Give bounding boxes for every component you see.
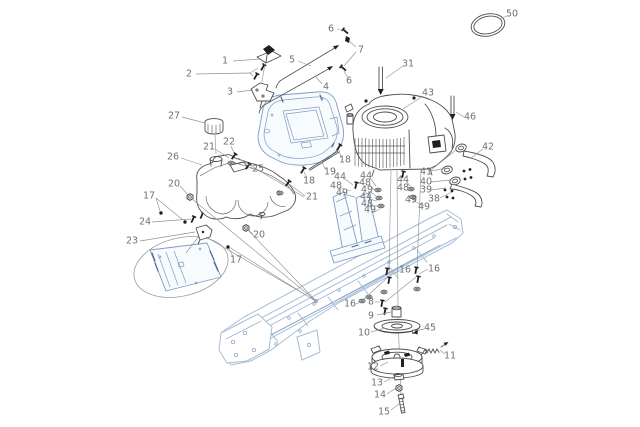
callout-15: 15 — [378, 407, 390, 418]
callout-38: 38 — [428, 194, 440, 205]
callout-41: 41 — [420, 167, 432, 178]
callout-44: 44 — [360, 192, 372, 203]
throttle-cables-drawing — [258, 27, 350, 114]
shield-bracket-drawing — [159, 193, 250, 249]
callout-19: 19 — [324, 167, 336, 178]
callout-24: 24 — [139, 217, 151, 228]
callout-42: 42 — [482, 142, 494, 153]
callout-16: 16 — [344, 299, 356, 310]
callout-21: 21 — [203, 142, 215, 153]
engine-mount-hardware — [353, 169, 422, 307]
frame-bolts-drawing — [358, 266, 421, 316]
callout-20: 20 — [168, 179, 180, 190]
callout-18: 18 — [303, 176, 315, 187]
callout-6: 6 — [346, 76, 352, 87]
callout-31: 31 — [402, 59, 414, 70]
callout-49: 49 — [364, 205, 376, 216]
callout-23: 23 — [126, 236, 138, 247]
callout-14: 14 — [374, 390, 386, 401]
callout-49: 49 — [405, 195, 417, 206]
callout-21: 21 — [306, 192, 318, 203]
leader-lines — [139, 15, 508, 411]
callout-11: 11 — [444, 351, 456, 362]
throttle-control-drawing — [250, 45, 282, 109]
heat-shield-detail — [133, 235, 229, 298]
callout-49: 49 — [336, 188, 348, 199]
callout-48: 48 — [361, 199, 373, 210]
callout-45: 45 — [424, 323, 436, 334]
callout-17: 17 — [143, 191, 155, 202]
callout-16: 16 — [428, 264, 440, 275]
seat-pan-drawing — [257, 91, 345, 166]
rod-drawings — [377, 66, 456, 120]
callout-49: 49 — [361, 185, 373, 196]
callout-5: 5 — [289, 55, 295, 66]
support-rod-drawing — [229, 142, 343, 188]
callout-49: 49 — [418, 202, 430, 213]
callout-48: 48 — [397, 183, 409, 194]
callout-17: 17 — [230, 255, 242, 266]
callout-16: 16 — [399, 265, 411, 276]
callout-25: 25 — [252, 164, 264, 175]
callout-3: 3 — [227, 87, 233, 98]
callout-43: 43 — [422, 88, 434, 99]
callout-44: 44 — [397, 175, 409, 186]
callout-44: 44 — [360, 171, 372, 182]
callout-26: 26 — [167, 152, 179, 163]
callout-39: 39 — [420, 185, 432, 196]
clutch-assembly-drawing — [370, 305, 449, 414]
construction-lines — [191, 198, 318, 303]
ring-seal-drawing — [470, 13, 506, 37]
callout-13: 13 — [371, 378, 383, 389]
exhaust-parts-drawing — [440, 142, 496, 208]
arrowhead-45 — [413, 330, 418, 335]
callout-12: 12 — [367, 362, 379, 373]
callout-8: 8 — [368, 297, 374, 308]
callout-10: 10 — [358, 328, 370, 339]
callout-50: 50 — [506, 9, 518, 20]
callout-46: 46 — [464, 112, 476, 123]
callout-27: 27 — [168, 111, 180, 122]
callout-6: 6 — [328, 24, 334, 35]
callout-22: 22 — [223, 137, 235, 148]
callout-2: 2 — [186, 69, 192, 80]
callout-48: 48 — [330, 181, 342, 192]
callout-7: 7 — [358, 45, 364, 56]
callout-44: 44 — [334, 172, 346, 183]
callout-4: 4 — [323, 82, 329, 93]
callout-1: 1 — [222, 56, 228, 67]
fuel-tank-drawing — [196, 118, 297, 220]
callout-40: 40 — [420, 177, 432, 188]
callout-9: 9 — [368, 311, 374, 322]
engine-drawing — [344, 93, 456, 177]
callout-18: 18 — [339, 155, 351, 166]
callout-20: 20 — [253, 230, 265, 241]
callout-48: 48 — [359, 178, 371, 189]
frame-drawing — [218, 191, 464, 366]
